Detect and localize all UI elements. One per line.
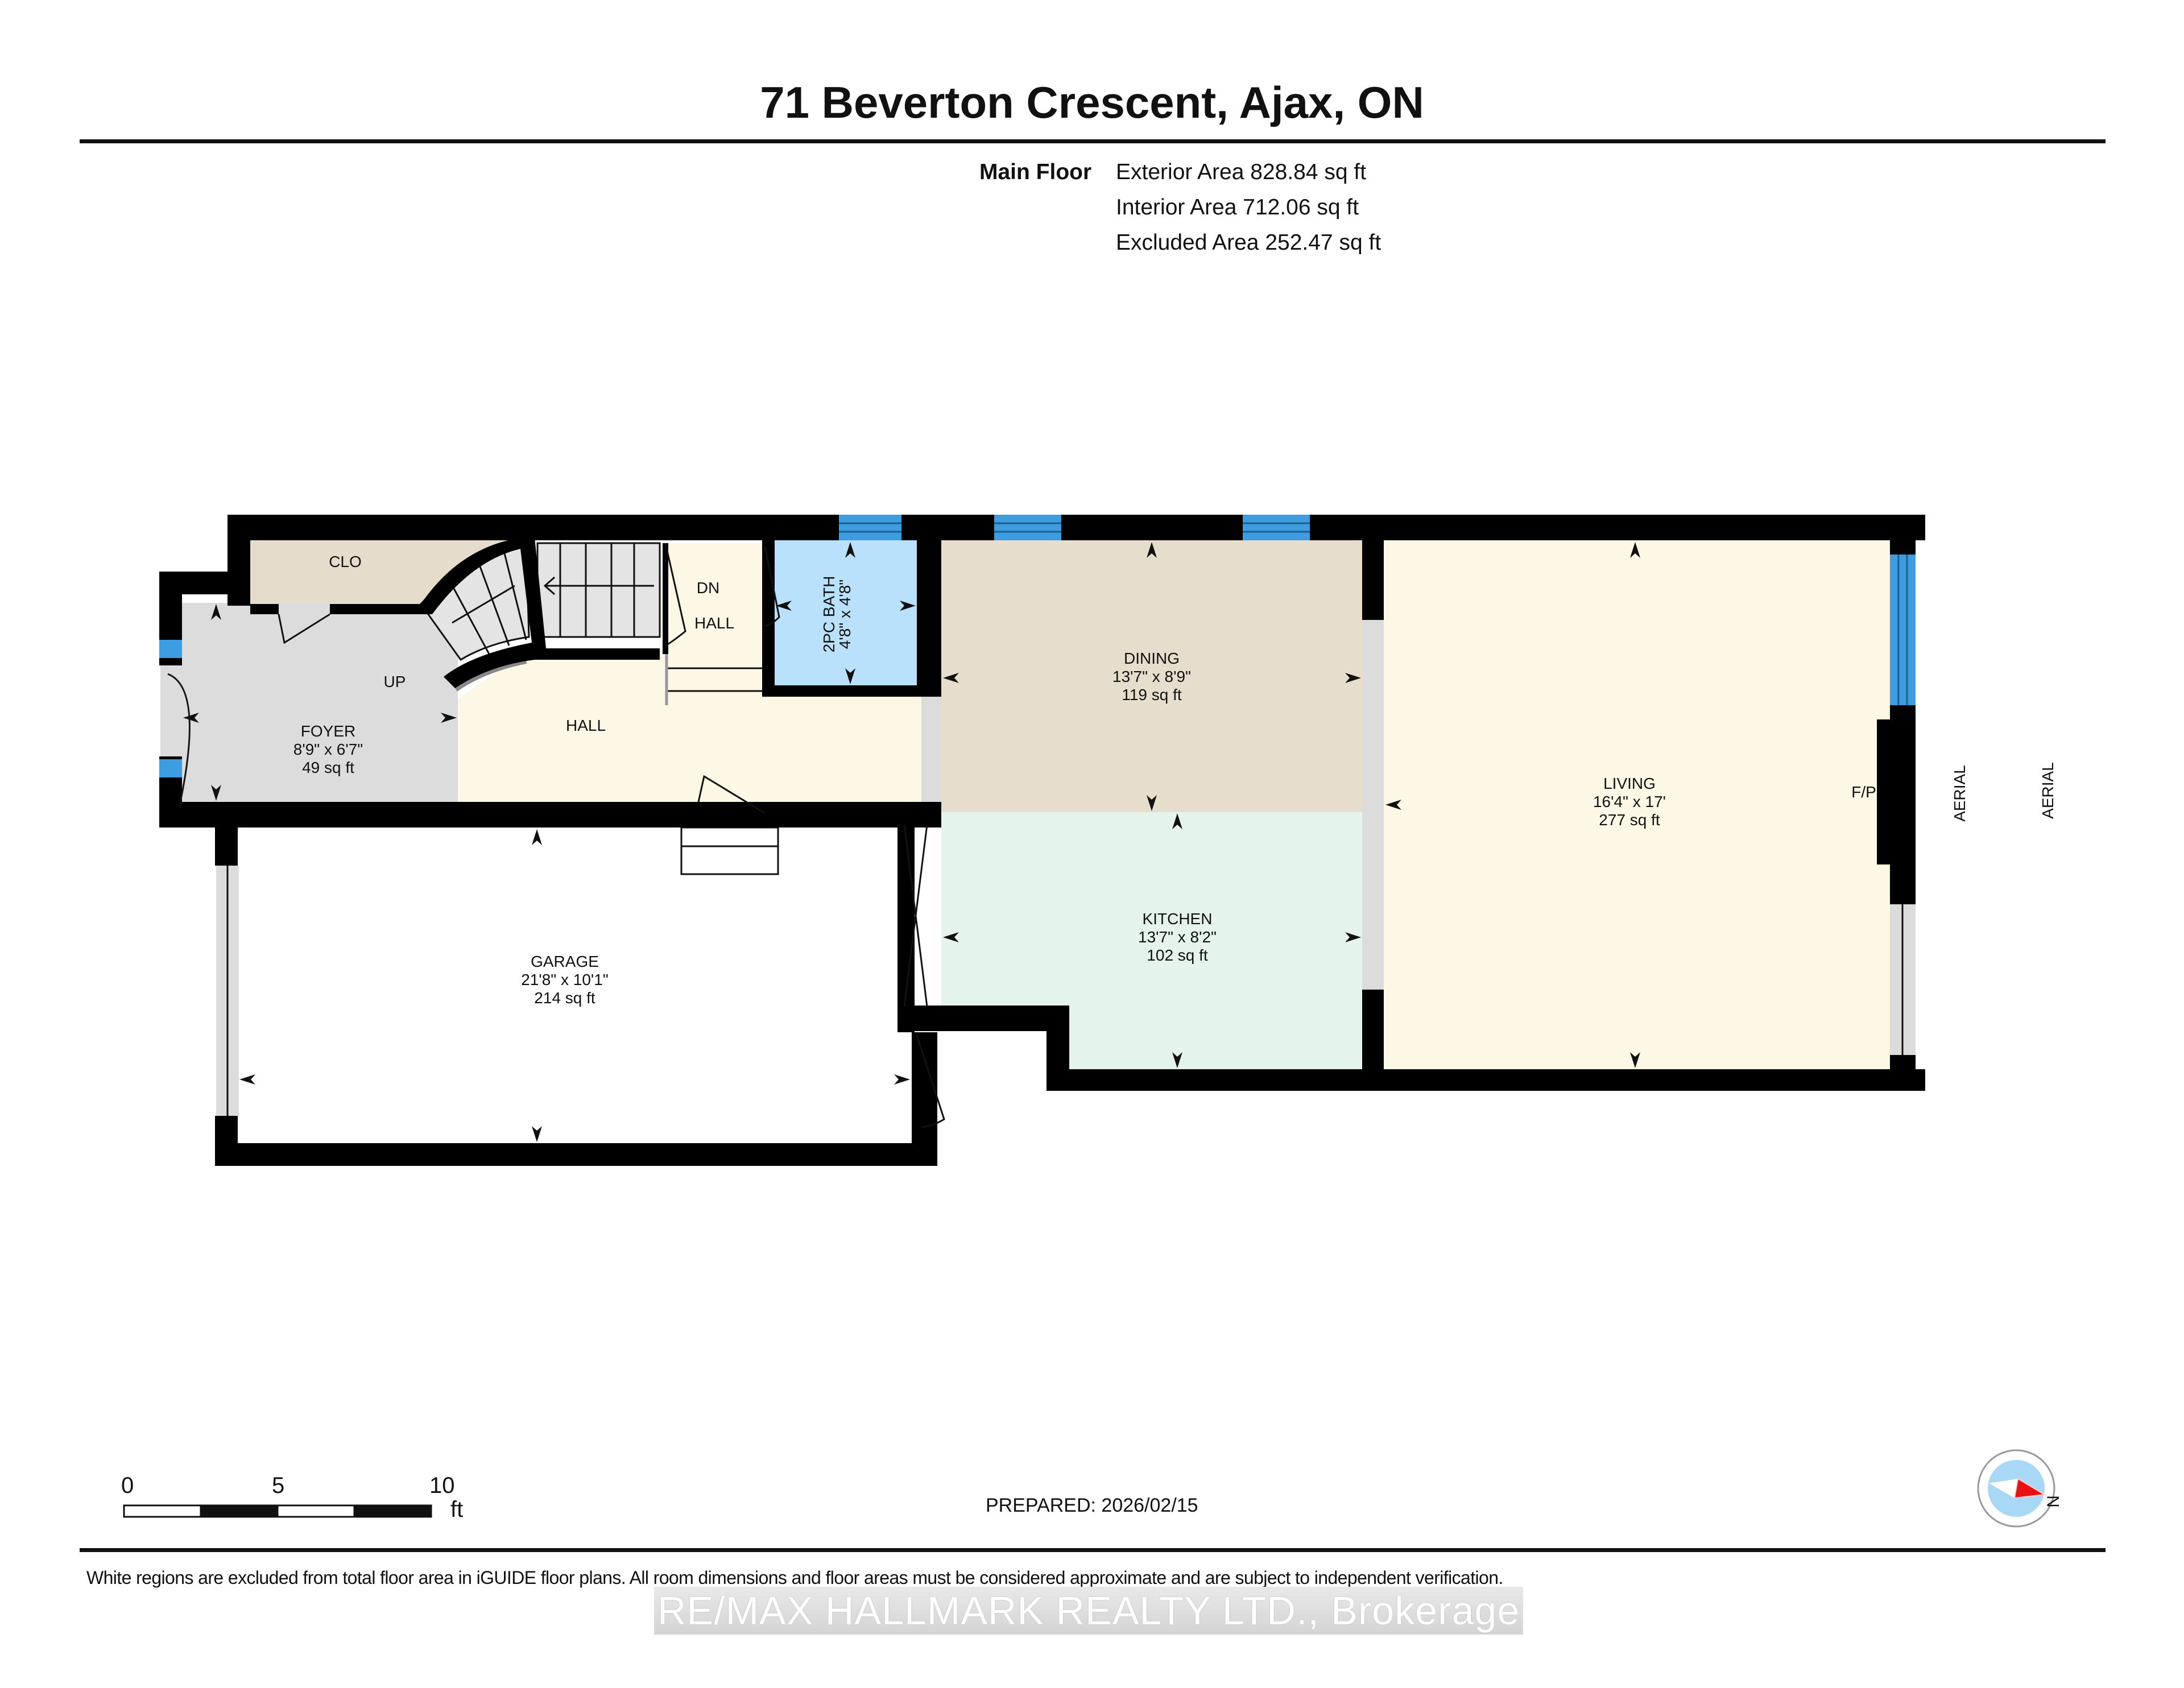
scale-tick-5: 5 (272, 1473, 285, 1498)
label-dining-dims: 13'7" x 8'9" (1112, 668, 1191, 685)
label-dn: DN (697, 579, 719, 597)
disclaimer-text: White regions are excluded from total fl… (86, 1567, 1503, 1588)
excluded-area: Excluded Area 252.47 sq ft (1116, 230, 1381, 255)
label-closet: CLO (329, 553, 362, 570)
label-hall-upper: HALL (694, 614, 734, 632)
room-hall (458, 648, 921, 802)
brokerage-watermark: RE/MAX HALLMARK REALTY LTD., Brokerage (654, 1587, 1524, 1635)
label-foyer-name: FOYER (301, 722, 355, 740)
prepared-date: PREPARED: 2026/02/15 (986, 1495, 1198, 1516)
label-bath-dims: 4'8" x 4'8" (836, 580, 854, 649)
window-foyer-1 (159, 640, 182, 658)
compass-icon (1977, 1449, 2055, 1528)
page-title: 71 Beverton Crescent, Ajax, ON (760, 77, 1424, 127)
exterior-area: Exterior Area 828.84 sq ft (1116, 160, 1367, 184)
interior-area: Interior Area 712.06 sq ft (1116, 195, 1359, 220)
scale-tick-0: 0 (121, 1473, 134, 1498)
label-foyer-dims: 8'9" x 6'7" (293, 740, 363, 758)
room-kitchen (941, 812, 1362, 1069)
label-fireplace: F/P (1851, 783, 1876, 801)
label-up: UP (384, 673, 406, 690)
room-dining (941, 540, 1362, 812)
window-living (1890, 555, 1916, 705)
label-garage-area: 214 sq ft (534, 989, 595, 1007)
stairs-down-steps (665, 649, 762, 705)
garage-steps (680, 826, 779, 875)
compass-north-label: N (2044, 1495, 2063, 1508)
opening-dining-living (1362, 620, 1384, 990)
windows (159, 515, 1916, 777)
window-dining-1 (994, 515, 1061, 540)
label-kitchen-dims: 13'7" x 8'2" (1138, 928, 1217, 946)
label-living-dims: 16'4" x 17' (1593, 793, 1666, 810)
front-door-opening (160, 665, 183, 756)
header-divider (80, 139, 2106, 143)
scale-bar (123, 1504, 432, 1518)
doors (167, 543, 945, 1128)
label-foyer-area: 49 sq ft (302, 759, 354, 776)
staircase (420, 539, 661, 692)
label-kitchen-name: KITCHEN (1143, 910, 1213, 928)
label-dining-name: DINING (1124, 649, 1180, 667)
opening-hall-dining (921, 697, 941, 802)
label-living-name: LIVING (1603, 775, 1656, 792)
label-living-area: 277 sq ft (1599, 811, 1660, 829)
room-foyer (182, 603, 458, 802)
label-garage-name: GARAGE (531, 953, 599, 970)
label-garage-dims: 21'8" x 10'1" (521, 971, 609, 988)
room-garage (238, 828, 912, 1143)
room-hall-upper (665, 543, 762, 654)
label-hall-main: HALL (566, 717, 606, 734)
label-aerial-2: AERIAL (2039, 762, 2057, 819)
label-kitchen-area: 102 sq ft (1147, 946, 1208, 964)
scale-unit: ft (450, 1497, 464, 1522)
label-aerial-1: AERIAL (1951, 765, 1968, 822)
room-bath (775, 540, 917, 685)
measurement-arrows (183, 542, 1640, 1142)
window-foyer-2 (159, 759, 182, 777)
floor-name: Main Floor (979, 160, 1092, 184)
room-living (1384, 540, 1890, 1069)
window-bath (839, 515, 901, 540)
label-bath-name: 2PC BATH (820, 576, 838, 653)
footer-divider (80, 1548, 2106, 1552)
scale-tick-10: 10 (429, 1473, 455, 1498)
label-dining-area: 119 sq ft (1122, 686, 1182, 704)
window-dining-2 (1243, 515, 1310, 540)
area-list: Exterior Area 828.84 sq ft Interior Area… (1116, 155, 1381, 260)
